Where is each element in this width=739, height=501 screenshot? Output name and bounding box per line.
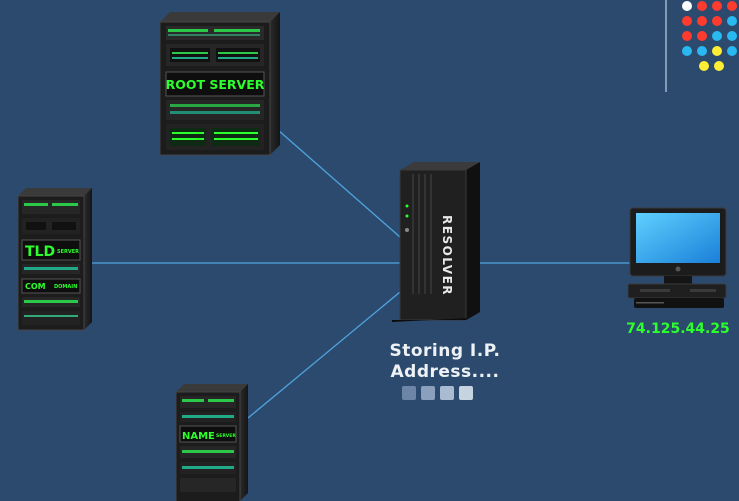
decorative-dot bbox=[682, 16, 692, 26]
resolver-tower: RESOLVER bbox=[392, 162, 480, 322]
decorative-dot bbox=[682, 1, 692, 11]
loading-square bbox=[459, 386, 473, 400]
name-sub-label: SERVER bbox=[216, 433, 236, 439]
loading-square bbox=[421, 386, 435, 400]
decorative-dot bbox=[712, 1, 722, 11]
decorative-dot bbox=[727, 16, 737, 26]
decorative-dot bbox=[727, 31, 737, 41]
name-server: NAME SERVER bbox=[175, 384, 248, 501]
decorative-dot bbox=[699, 61, 709, 71]
status-line-1: Storing I.P. bbox=[389, 341, 501, 361]
tld-domain-label: DOMAIN bbox=[54, 284, 77, 290]
resolver-label: RESOLVER bbox=[440, 215, 454, 296]
status-line-2: Address.... bbox=[390, 362, 500, 382]
decorative-dot bbox=[712, 46, 722, 56]
decorative-dot bbox=[697, 1, 707, 11]
decorative-dot bbox=[714, 61, 724, 71]
client-computer bbox=[627, 207, 727, 308]
loading-indicator bbox=[402, 386, 478, 405]
loading-square bbox=[402, 386, 416, 400]
client-ip-address: 74.125.44.25 bbox=[626, 321, 730, 337]
root-server-label: ROOT SERVER bbox=[166, 77, 265, 92]
name-label: NAME bbox=[182, 431, 215, 442]
decorative-dot-grid bbox=[682, 1, 737, 71]
decorative-dot bbox=[712, 16, 722, 26]
line-name-resolver bbox=[247, 291, 401, 419]
root-server: ROOT SERVER bbox=[159, 12, 280, 156]
decorative-dot bbox=[697, 16, 707, 26]
decorative-dot bbox=[697, 31, 707, 41]
decorative-dot bbox=[682, 46, 692, 56]
tld-server: TLD SERVER COM DOMAIN bbox=[17, 188, 92, 331]
monitor-screen bbox=[636, 213, 720, 263]
connection-lines bbox=[90, 129, 630, 419]
line-root-resolver bbox=[277, 129, 401, 238]
tld-com-label: COM bbox=[25, 282, 46, 291]
decorative-dot bbox=[697, 46, 707, 56]
decorative-dot bbox=[727, 1, 737, 11]
tld-sub-label: SERVER bbox=[57, 249, 79, 255]
decorative-dot bbox=[727, 46, 737, 56]
tld-label: TLD bbox=[25, 244, 55, 260]
decorative-dot bbox=[712, 31, 722, 41]
loading-square bbox=[440, 386, 454, 400]
decorative-dot bbox=[682, 31, 692, 41]
